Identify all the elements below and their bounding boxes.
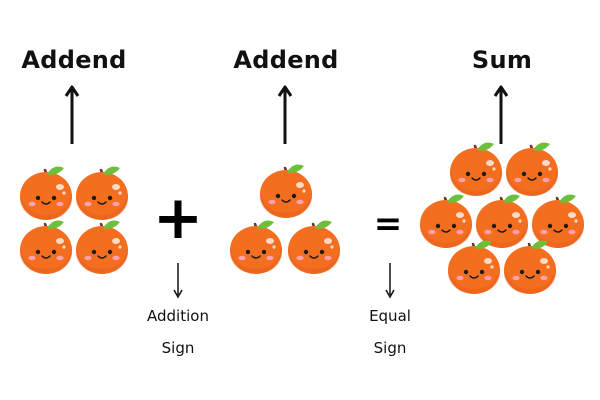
orange-icon xyxy=(20,166,72,220)
addend-label-2: Addend xyxy=(233,46,339,74)
addend-label-1: Addend xyxy=(21,46,127,74)
arrow-down-icon xyxy=(385,263,395,299)
equals-sign: = xyxy=(373,204,403,244)
orange-icon xyxy=(76,166,128,220)
orange-icon xyxy=(20,220,72,274)
arrow-up-icon xyxy=(277,85,293,144)
arrow-down-icon xyxy=(173,263,183,299)
orange-icon xyxy=(76,220,128,274)
orange-icon xyxy=(420,194,472,248)
orange-icon xyxy=(230,220,282,274)
orange-icon xyxy=(506,142,558,196)
orange-icon xyxy=(532,194,584,248)
equal-sign-label-line2: Sign xyxy=(373,339,407,357)
arrow-up-icon xyxy=(64,85,80,144)
equal-sign-label: Equal Sign xyxy=(340,300,440,364)
orange-icon xyxy=(448,240,500,294)
orange-icon xyxy=(260,164,312,218)
orange-icon xyxy=(476,194,528,248)
equal-sign-label-line1: Equal xyxy=(369,307,411,325)
addition-sign-label-line2: Sign xyxy=(161,339,195,357)
orange-icon xyxy=(288,220,340,274)
addition-sign-label: Addition Sign xyxy=(128,300,228,364)
orange-icon xyxy=(450,142,502,196)
plus-sign: + xyxy=(152,183,204,253)
arrow-up-icon xyxy=(493,85,509,144)
sum-label: Sum xyxy=(471,46,533,74)
addition-sign-label-line1: Addition xyxy=(147,307,209,325)
orange-icon xyxy=(504,240,556,294)
